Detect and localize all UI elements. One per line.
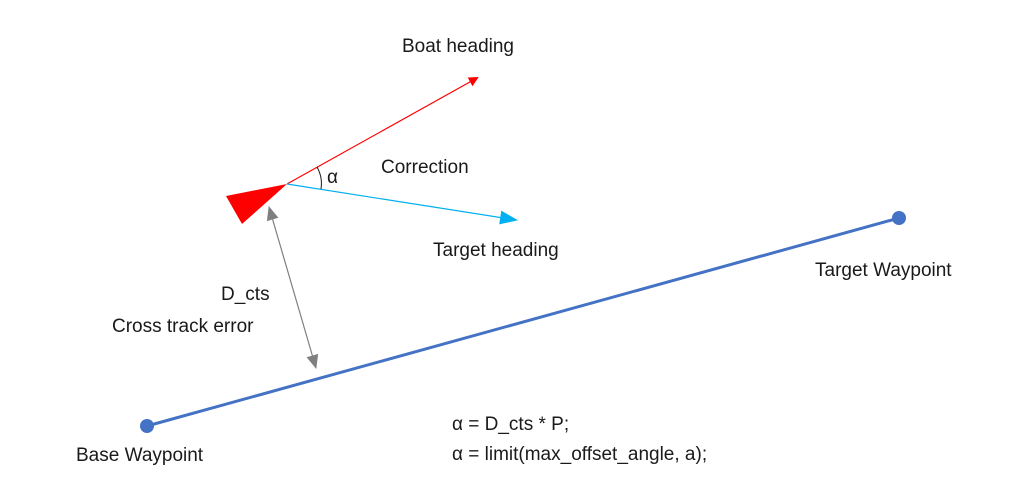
track-line bbox=[146, 216, 900, 428]
cross-track-error-arrow bbox=[266, 206, 319, 369]
target-heading-label: Target heading bbox=[433, 240, 559, 261]
d-cts-label: D_cts bbox=[221, 284, 270, 305]
boat-heading-label: Boat heading bbox=[402, 36, 514, 57]
boat-heading-arrow bbox=[286, 77, 479, 185]
formula-line-2: α = limit(max_offset_angle, a); bbox=[452, 444, 707, 465]
cross-track-error-label: Cross track error bbox=[112, 316, 254, 337]
alpha-angle-arc bbox=[316, 166, 322, 190]
base-waypoint-label: Base Waypoint bbox=[76, 445, 204, 466]
formula-line-1: α = D_cts * P; bbox=[452, 414, 569, 435]
alpha-label: α bbox=[327, 167, 338, 188]
target-waypoint-dot bbox=[892, 211, 906, 225]
boat-icon bbox=[226, 184, 287, 224]
correction-label: Correction bbox=[381, 157, 469, 178]
base-waypoint-dot bbox=[140, 419, 154, 433]
target-heading-arrow bbox=[286, 183, 518, 225]
target-waypoint-label: Target Waypoint bbox=[815, 260, 952, 281]
